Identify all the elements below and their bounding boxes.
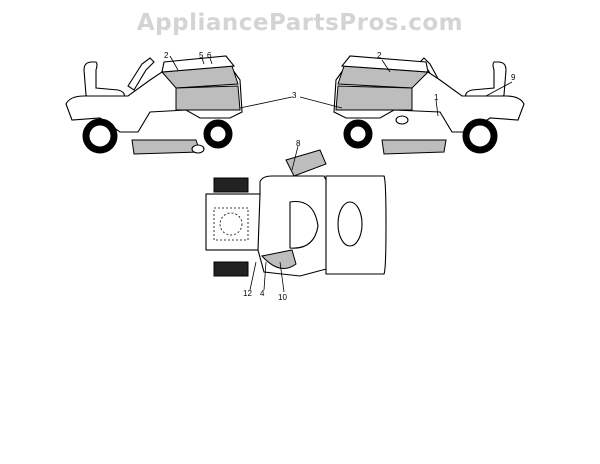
callout-5: 5 [199,51,204,60]
top-view [205,149,387,277]
callout-2-right: 2 [377,51,382,60]
callout-10: 10 [278,293,287,302]
callout-8: 8 [296,139,301,148]
callout-2-left: 2 [164,51,169,60]
left-side-view [65,55,243,155]
callout-6: 6 [207,51,212,60]
callout-12: 12 [243,289,252,298]
leader-lines [169,55,513,293]
callout-4: 4 [260,289,265,298]
callout-1: 1 [434,93,439,102]
right-side-view [333,55,525,155]
callout-9: 9 [511,73,516,82]
callout-3: 3 [292,91,297,100]
watermark-text: AppliancePartsPros.com [136,10,464,36]
